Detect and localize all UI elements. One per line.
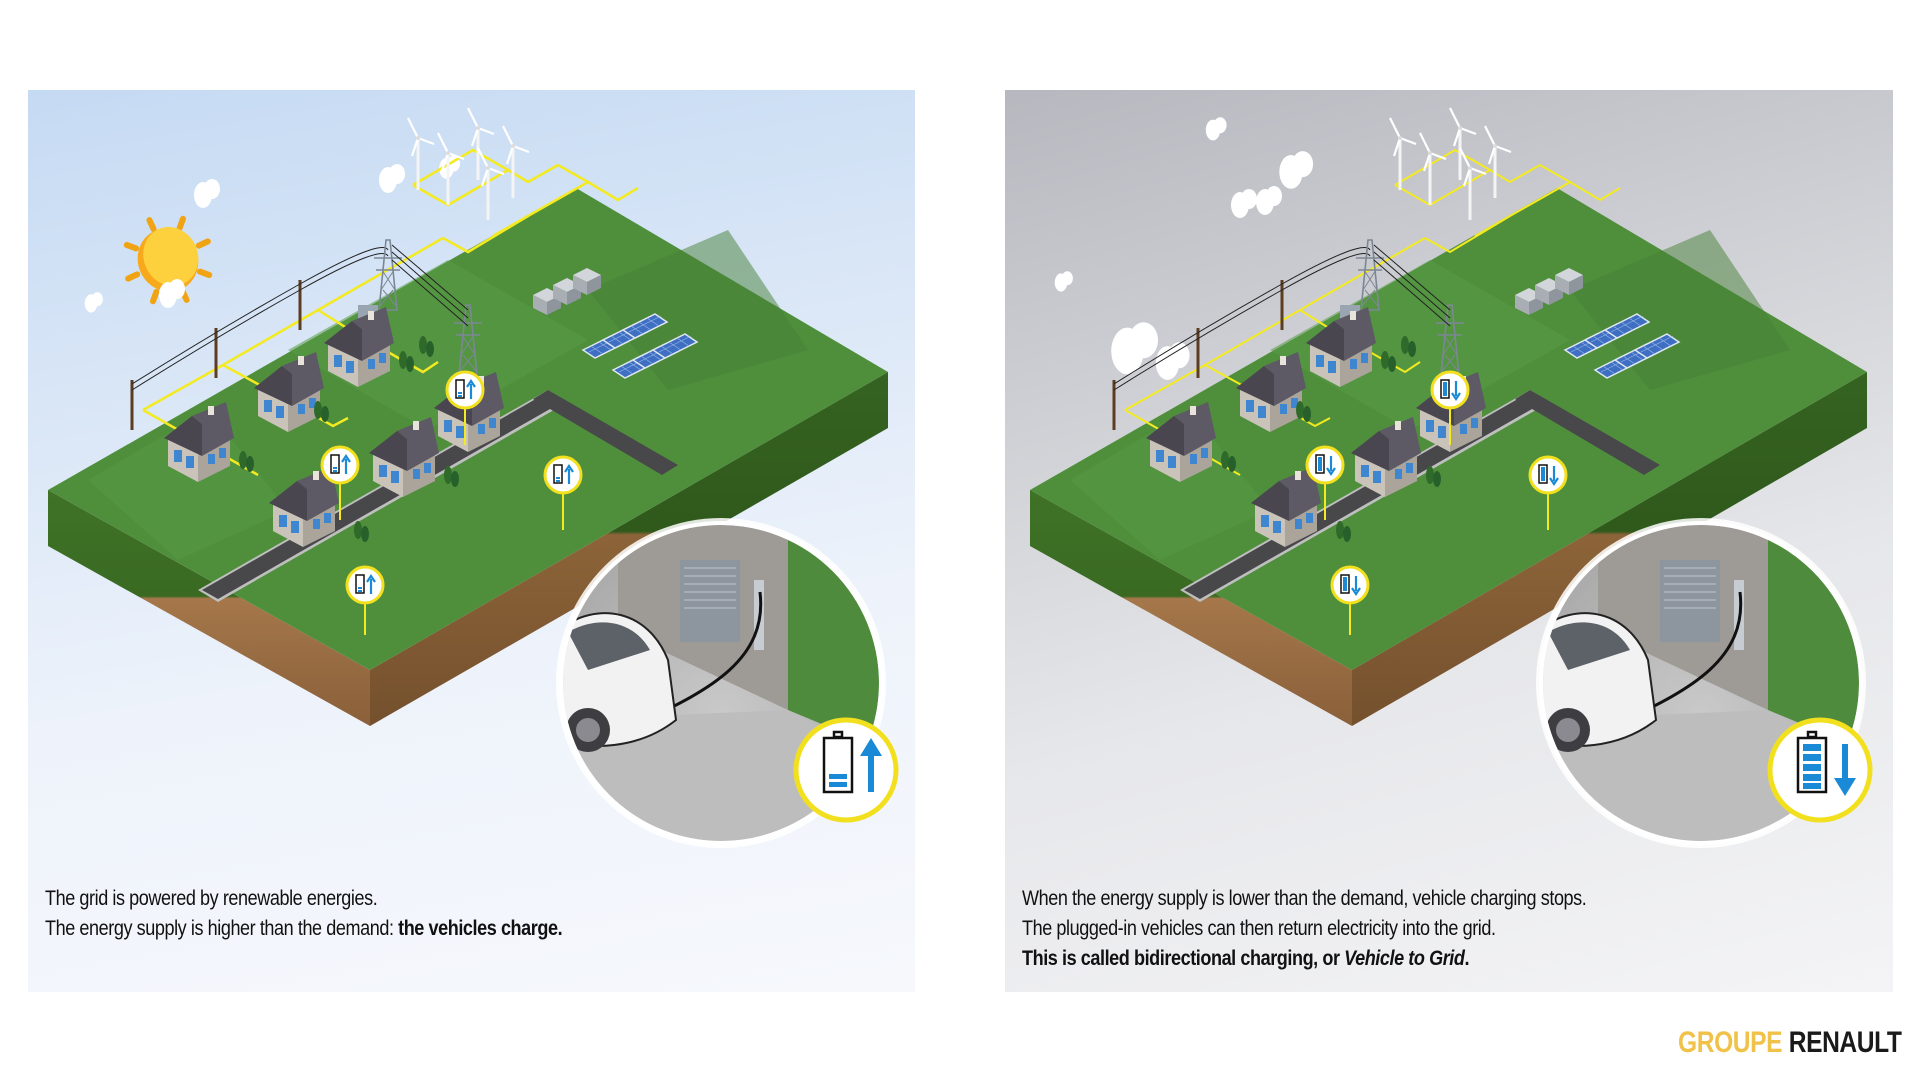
- wind-turbine-icon: [501, 124, 531, 200]
- smart-grid-illustration: [1030, 106, 1873, 848]
- logo-renault: RENAULT: [1788, 1026, 1902, 1059]
- sun-icon: [123, 215, 213, 305]
- v2g-caption: When the energy supply is lower than the…: [1022, 884, 1587, 974]
- garage-v2g-inset: [1536, 518, 1866, 848]
- wind-turbine-icon: [1418, 131, 1448, 207]
- wind-turbine-icon: [476, 146, 506, 222]
- utility-poles: [1112, 247, 1371, 430]
- garage-charging-inset: [556, 518, 886, 848]
- house-badge-charging: [345, 565, 385, 635]
- smart-grid-illustration: [48, 106, 899, 848]
- cloud-icon: [84, 292, 103, 313]
- caption-line-2: The energy supply is higher than the dem…: [45, 917, 563, 940]
- caption-emphasis: the vehicles charge.: [398, 917, 563, 940]
- wind-turbine-icon: [1458, 146, 1488, 222]
- cloud-icon: [1231, 189, 1257, 218]
- utility-poles: [130, 247, 389, 430]
- house-badge-discharging: [1330, 565, 1370, 635]
- caption-line-3: This is called bidirectional charging, o…: [1022, 947, 1470, 970]
- charging-caption: The grid is powered by renewable energie…: [45, 884, 563, 944]
- house-badge-discharging: [1305, 445, 1345, 520]
- house-badge-charging: [543, 455, 583, 530]
- battery-discharging-badge: [1767, 717, 1873, 823]
- caption-line-2: The plugged-in vehicles can then return …: [1022, 917, 1496, 940]
- cloud-icon: [194, 179, 220, 208]
- cloud-icon: [1279, 151, 1314, 189]
- cloud-icon: [1054, 271, 1073, 292]
- logo-groupe: GROUPE: [1678, 1026, 1783, 1059]
- caption-line-1: When the energy supply is lower than the…: [1022, 887, 1587, 910]
- caption-line-1: The grid is powered by renewable energie…: [45, 887, 378, 910]
- vehicle-to-grid-panel: When the energy supply is lower than the…: [1005, 90, 1893, 992]
- cloud-icon: [379, 164, 405, 193]
- house-badge-charging: [445, 370, 485, 445]
- house-badge-charging: [320, 445, 360, 520]
- wind-turbine-icon: [1483, 124, 1513, 200]
- house-badge-discharging: [1528, 455, 1568, 530]
- house-badge-discharging: [1430, 370, 1470, 445]
- cloud-icon: [1256, 186, 1282, 215]
- cloud-icon: [1205, 117, 1227, 141]
- battery-charging-badge: [793, 717, 899, 823]
- charging-scenario-panel: The grid is powered by renewable energie…: [28, 90, 915, 992]
- vehicle-to-grid-term: Vehicle to Grid: [1344, 947, 1465, 970]
